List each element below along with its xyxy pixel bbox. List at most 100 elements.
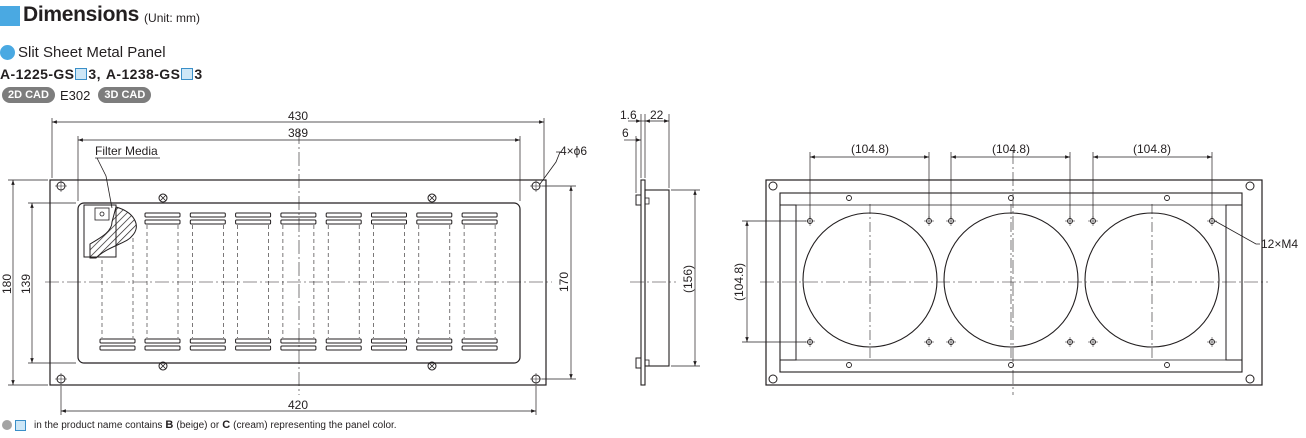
slit-bottom xyxy=(189,338,226,344)
slit-top xyxy=(144,212,181,218)
panel-hole xyxy=(1008,195,1014,201)
dim-156: (156) xyxy=(681,265,695,293)
panel-hole xyxy=(1164,195,1170,201)
mounting-holes xyxy=(55,180,542,385)
color-placeholder-icon xyxy=(75,68,88,80)
dim-139: 139 xyxy=(19,274,33,294)
slit-bottom xyxy=(461,338,498,344)
filter-media-detail xyxy=(83,157,160,259)
slit-bottom xyxy=(325,345,362,351)
bullet-dot-icon xyxy=(0,45,15,60)
side-dimensions xyxy=(624,114,700,367)
slit-bottom xyxy=(189,345,226,351)
m4-holes xyxy=(805,195,1217,368)
front-view xyxy=(45,130,561,395)
slits xyxy=(99,212,498,351)
part-numbers: A-1225-GS 3, A-1238-GS 3 xyxy=(0,66,203,82)
side-view xyxy=(630,179,676,386)
filter-media-label: Filter Media xyxy=(95,144,158,158)
section-title: Dimensions xyxy=(23,3,140,26)
cad-2d-button[interactable]: 2D CAD xyxy=(2,87,55,103)
dim-1-6: 1.6 xyxy=(620,108,637,122)
section-square-icon xyxy=(0,6,20,26)
slit-top xyxy=(416,219,453,225)
dim-104-8-a: (104.8) xyxy=(851,142,889,156)
dim-6: 6 xyxy=(622,126,629,140)
panel-screws xyxy=(158,193,437,371)
slit-top xyxy=(371,212,407,218)
holes-4-label: 4×ϕ6 xyxy=(560,144,587,158)
slit-bottom xyxy=(371,345,407,351)
panel-hole xyxy=(1164,362,1170,368)
slit-bottom xyxy=(99,345,136,351)
slit-bottom xyxy=(280,338,317,344)
slit-bottom xyxy=(371,338,407,344)
rear-mounting-holes xyxy=(768,181,1255,384)
slit-top xyxy=(325,212,362,218)
dim-104-8-b: (104.8) xyxy=(992,142,1030,156)
slit-bottom xyxy=(144,338,181,344)
dim-170: 170 xyxy=(557,272,571,292)
dim-22: 22 xyxy=(650,108,664,122)
rear-view xyxy=(760,150,1268,395)
footer-text-post: (cream) representing the panel color. xyxy=(233,419,397,431)
dim-420: 420 xyxy=(288,398,308,412)
slit-top xyxy=(235,219,272,225)
part-number-2-prefix: A-1238-GS xyxy=(105,66,181,82)
dimension-labels: 430 389 420 180 139 170 Filter Media 4×ϕ… xyxy=(0,108,1298,412)
cad-row: 2D CAD E302 3D CAD xyxy=(2,87,152,103)
slit-bottom xyxy=(280,345,317,351)
slit-top xyxy=(461,212,498,218)
slit-bottom xyxy=(235,338,272,344)
slit-bottom xyxy=(235,345,272,351)
gray-dot-icon xyxy=(2,420,12,430)
slit-top xyxy=(280,219,317,225)
part-number-1-prefix: A-1225-GS xyxy=(0,66,75,82)
color-placeholder-icon xyxy=(15,419,26,431)
panel-hole xyxy=(846,362,852,368)
slit-top xyxy=(189,219,226,225)
dim-389: 389 xyxy=(288,126,308,140)
dim-430: 430 xyxy=(288,109,308,123)
section-header: Dimensions (Unit: mm) xyxy=(0,0,200,26)
slit-bottom xyxy=(144,345,181,351)
slit-top xyxy=(235,212,272,218)
dim-104-8-v: (104.8) xyxy=(732,263,746,301)
dim-180: 180 xyxy=(0,274,14,294)
slit-top xyxy=(144,219,181,225)
outer-flange xyxy=(49,179,547,386)
product-subtitle: Slit Sheet Metal Panel xyxy=(18,44,166,61)
holes-12-label: 12×M4 xyxy=(1261,237,1298,251)
slit-top xyxy=(416,212,453,218)
slit-bottom xyxy=(416,345,453,351)
slit-top xyxy=(371,219,407,225)
slit-bottom xyxy=(416,338,453,344)
color-placeholder-icon xyxy=(181,68,194,80)
slit-top xyxy=(325,219,362,225)
slit-bottom xyxy=(325,338,362,344)
panel-hole xyxy=(846,195,852,201)
footer-text-pre: in the product name contains xyxy=(34,419,163,431)
slit-top xyxy=(280,212,317,218)
unit-label: (Unit: mm) xyxy=(144,11,201,25)
slit-bottom xyxy=(99,338,136,344)
front-dimensions xyxy=(8,118,576,415)
rear-flange xyxy=(765,179,1263,386)
slit-top xyxy=(461,219,498,225)
panel-hole xyxy=(1008,362,1014,368)
side-flange xyxy=(640,179,646,386)
slit-top xyxy=(189,212,226,218)
part-number-1-suffix: 3, xyxy=(88,66,101,82)
cad-3d-button[interactable]: 3D CAD xyxy=(98,87,152,103)
footer-code-b: B xyxy=(165,419,174,431)
footer-code-c: C xyxy=(222,419,231,431)
cad-code: E302 xyxy=(59,87,91,103)
footer-text-mid: (beige) or xyxy=(176,419,220,431)
part-number-2-suffix: 3 xyxy=(194,66,203,82)
slit-bottom xyxy=(461,345,498,351)
fan-openings xyxy=(802,204,1220,360)
rear-dimensions xyxy=(742,152,1213,343)
dim-104-8-c: (104.8) xyxy=(1133,142,1171,156)
side-body xyxy=(644,189,670,367)
